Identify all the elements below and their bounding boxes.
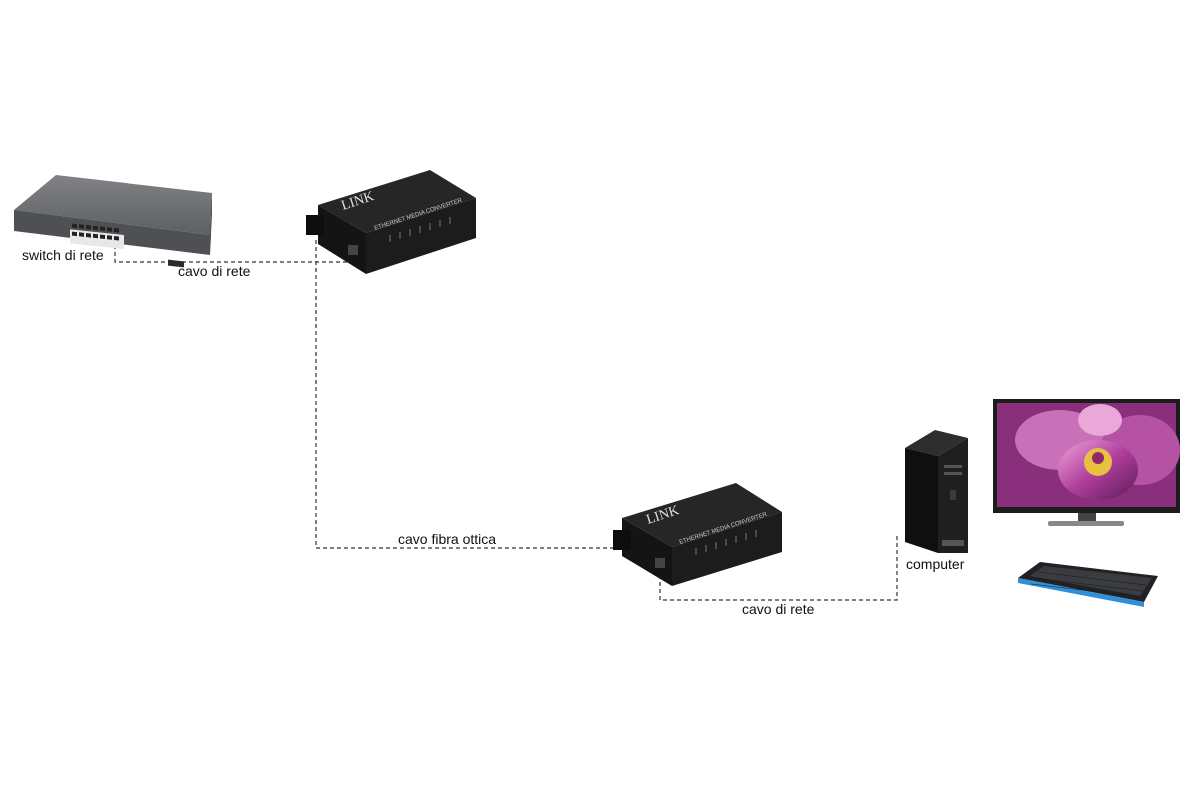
media-converter-icon: LINK ETHERNET MEDIA CONVERTER <box>613 483 782 586</box>
fiber-optic-cable <box>315 240 621 549</box>
pc-tower-icon <box>905 430 968 553</box>
switch-to-converter-cable <box>114 245 357 263</box>
connection-lines <box>114 240 898 601</box>
media-converter-icon: LINK ETHERNET MEDIA CONVERTER <box>306 170 476 274</box>
computer-label: computer <box>906 556 965 572</box>
orchid-wallpaper <box>1015 404 1180 500</box>
network-cable-label: cavo di rete <box>742 601 815 617</box>
keyboard-icon <box>1018 562 1158 607</box>
switch-label: switch di rete <box>22 247 104 263</box>
network-cable-label: cavo di rete <box>178 263 251 279</box>
fiber-cable-label: cavo fibra ottica <box>398 531 497 547</box>
converter-to-computer-cable <box>659 535 898 601</box>
network-switch-icon <box>14 175 212 268</box>
monitor-icon <box>993 399 1180 526</box>
